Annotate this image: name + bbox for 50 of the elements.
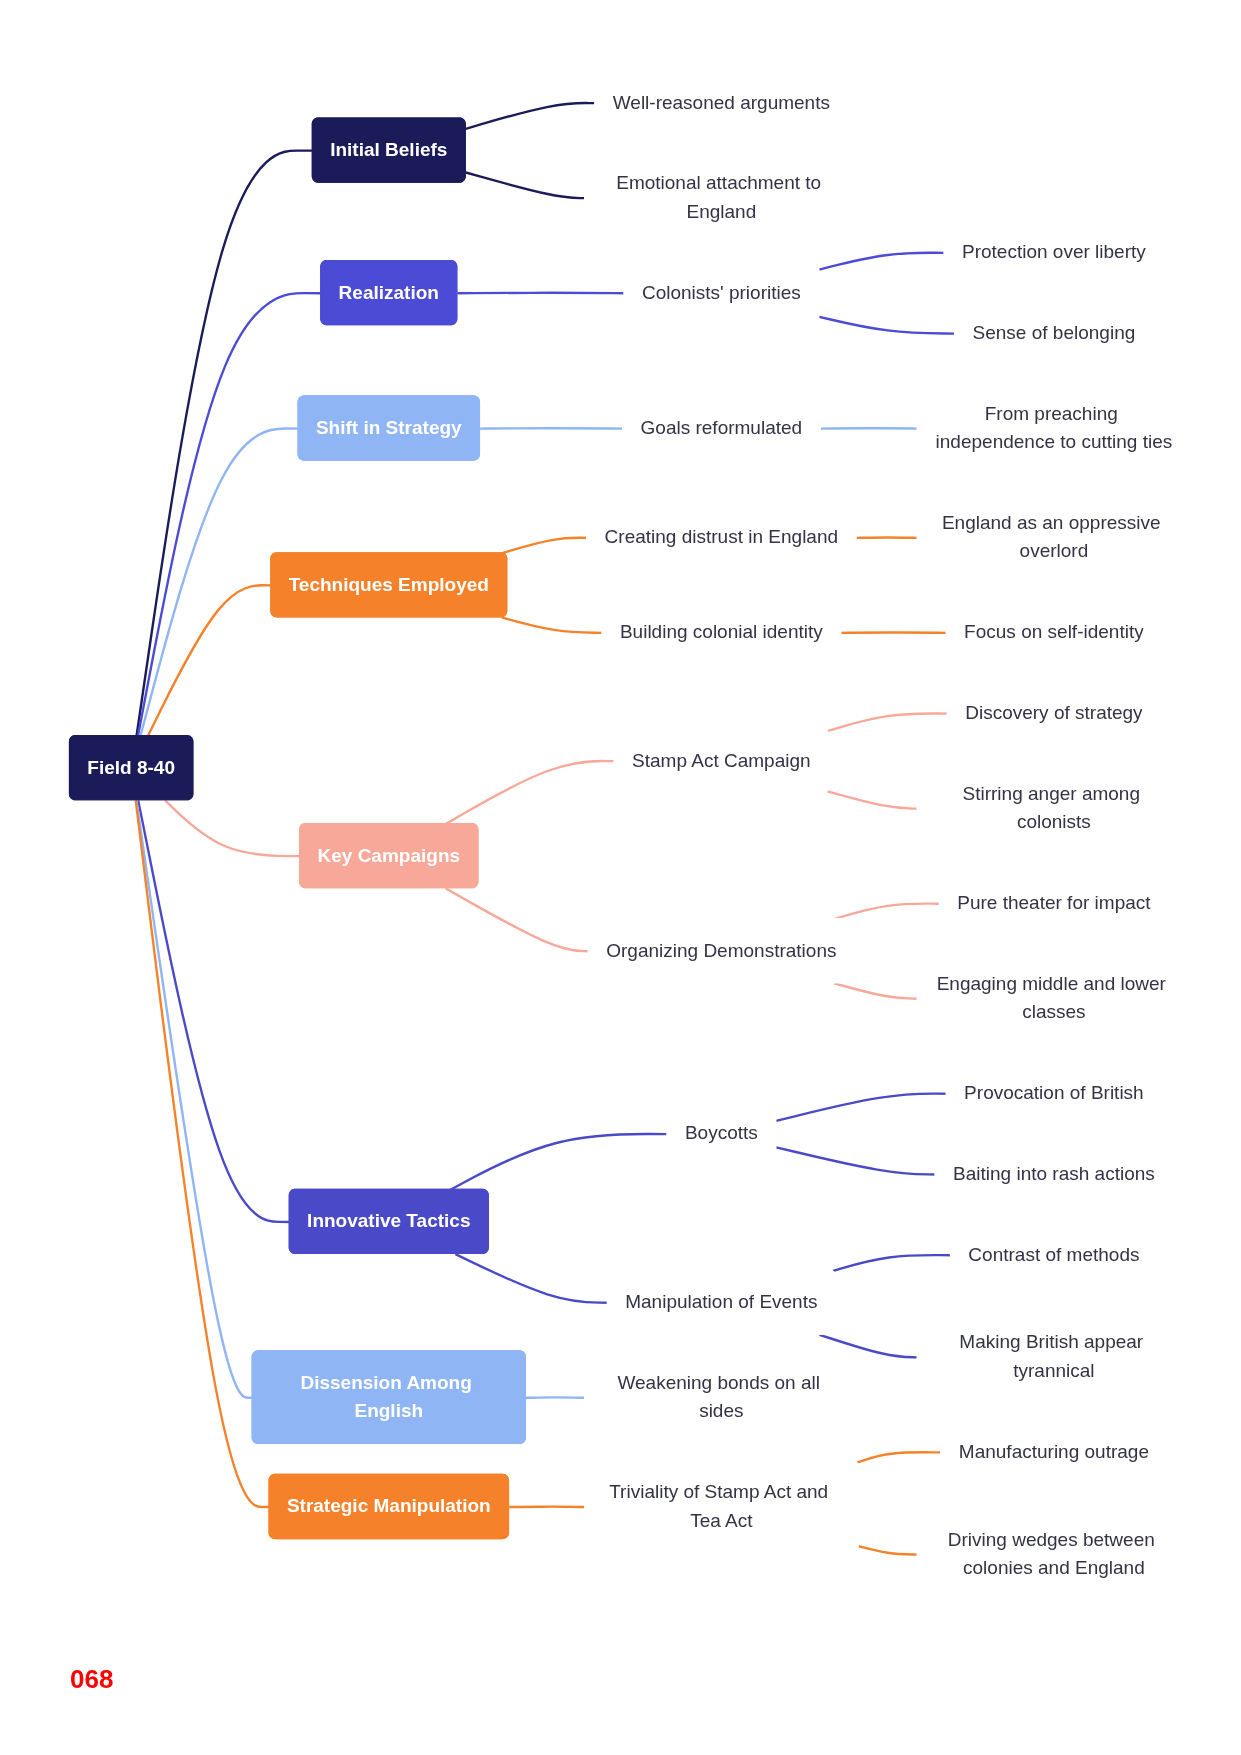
node-text: Organizing Demonstrations	[606, 939, 837, 960]
page-number: 068	[70, 1664, 114, 1695]
connector	[818, 251, 945, 271]
node-text: Building colonial identity	[619, 621, 823, 642]
node-text: Engaging middle and lower classes	[936, 972, 1166, 1022]
connector	[856, 1450, 942, 1464]
node-text: Well-reasoned arguments	[612, 91, 830, 112]
node-text: From preaching independence to cutting ties	[935, 402, 1173, 452]
connector	[775, 1092, 947, 1122]
connector	[135, 149, 313, 736]
connector	[819, 1333, 918, 1359]
node-text: Baiting into rash actions	[953, 1162, 1155, 1183]
node-text: Focus on self-identity	[964, 621, 1144, 642]
connector	[833, 981, 918, 1000]
connector	[135, 799, 253, 1399]
node-text: Stamp Act Campaign	[632, 749, 811, 770]
node-text: Creating distrust in England	[604, 526, 839, 547]
node-text: Discovery of strategy	[965, 701, 1143, 723]
node-text: Boycotts	[684, 1122, 758, 1143]
node-text: Weakening bonds on all sides	[617, 1371, 820, 1421]
connector	[457, 291, 625, 294]
node-text: Protection over liberty	[962, 241, 1146, 262]
node-text: Driving wedges between colonies and England	[947, 1528, 1155, 1578]
connector	[501, 615, 603, 634]
node-text: Colonists' priorities	[641, 281, 801, 302]
connector	[137, 799, 290, 1223]
node-text: Emotional attachment to England	[616, 172, 822, 221]
connector	[139, 426, 299, 737]
node-text: Manufacturing outrage	[958, 1440, 1149, 1461]
connector	[444, 759, 615, 825]
node-text: Stirring anger among colonists	[962, 782, 1140, 832]
node-text: Triviality of Stamp Act and Tea Act	[609, 1481, 829, 1530]
connector	[454, 1252, 608, 1304]
connector	[820, 426, 918, 430]
connector	[827, 711, 948, 732]
connector	[444, 886, 589, 952]
node-text: Contrast of methods	[968, 1243, 1140, 1264]
connector	[856, 535, 918, 539]
connector	[827, 789, 918, 810]
node-text: Sense of belonging	[972, 321, 1136, 343]
node-text: Provocation of British	[964, 1082, 1144, 1103]
connector	[841, 630, 947, 634]
node-text: Goals reformulated	[640, 416, 803, 438]
connector	[134, 799, 270, 1508]
node-text: England as an oppressive overlord	[941, 511, 1161, 561]
connector	[858, 1544, 918, 1556]
node-text: Pure theater for impact	[957, 892, 1151, 913]
node-text: Manipulation of Events	[625, 1291, 818, 1312]
node-text: Making British appear tyrannical	[959, 1331, 1144, 1381]
connector	[775, 1145, 936, 1176]
